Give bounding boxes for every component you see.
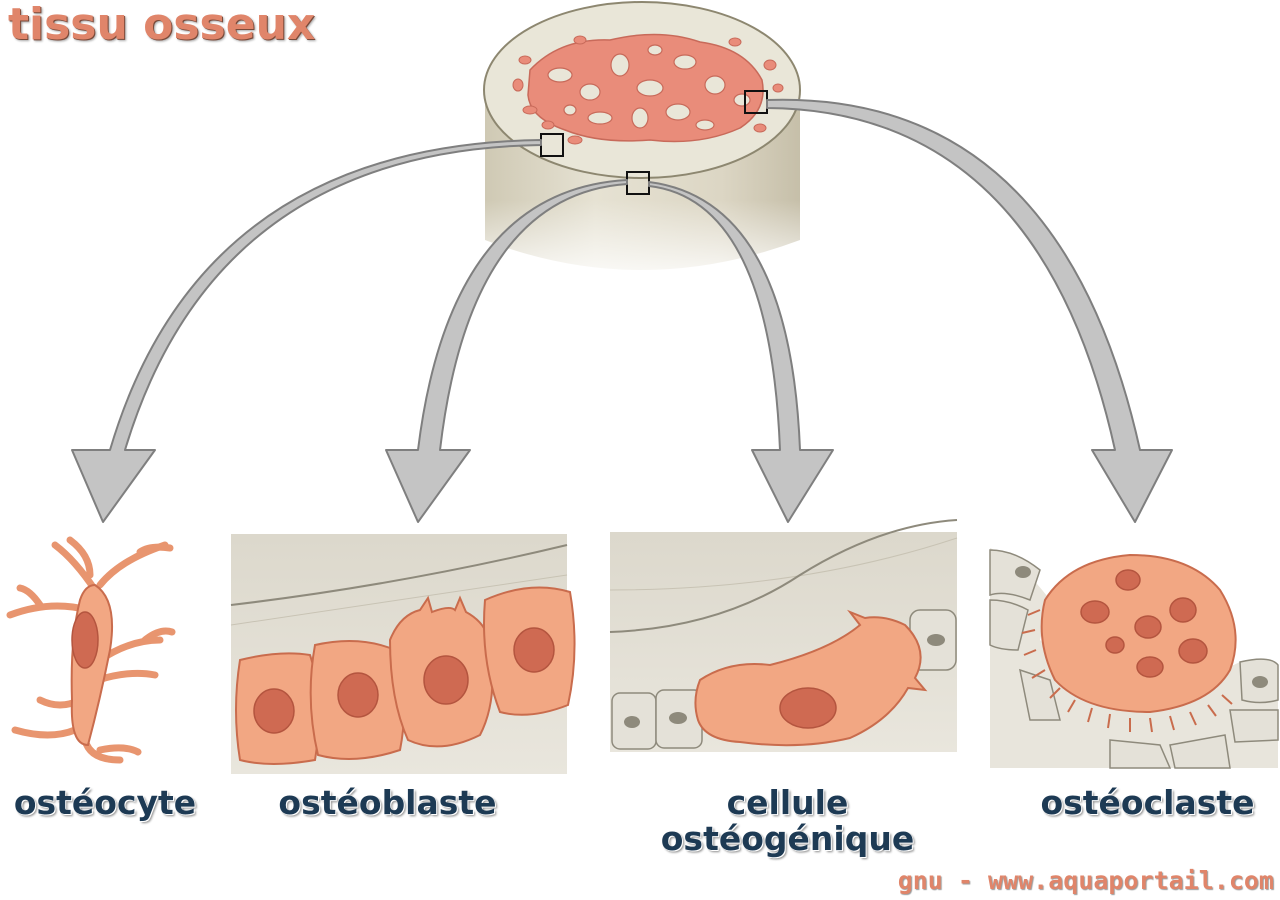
- arrow-to-osteocyte: [71, 139, 542, 523]
- diagram-title: tissu osseux: [8, 0, 316, 50]
- arrows: [71, 98, 1173, 523]
- credit-text: gnu - www.aquaportail.com: [897, 866, 1274, 895]
- label-osteogenic-line1: cellule: [726, 783, 849, 822]
- osteocyte-cell: [6, 536, 176, 764]
- label-osteogenic-line2: ostéogénique: [660, 819, 915, 858]
- arrow-to-osteoclast: [766, 98, 1173, 523]
- osteoblast-panel: [230, 534, 576, 774]
- osteogenic-cell-panel: [609, 519, 958, 752]
- spongy-bone: [512, 33, 784, 145]
- label-osteoblast: ostéoblaste: [278, 783, 497, 822]
- osteoclast-panel: [989, 548, 1279, 769]
- label-osteoclast: ostéoclaste: [1040, 783, 1255, 822]
- arrow-to-osteoblast: [385, 179, 628, 523]
- label-osteogenic-cell: cellule ostéogénique: [620, 785, 955, 857]
- label-osteocyte: ostéocyte: [13, 783, 197, 822]
- arrow-to-osteogenic-cell: [648, 181, 834, 523]
